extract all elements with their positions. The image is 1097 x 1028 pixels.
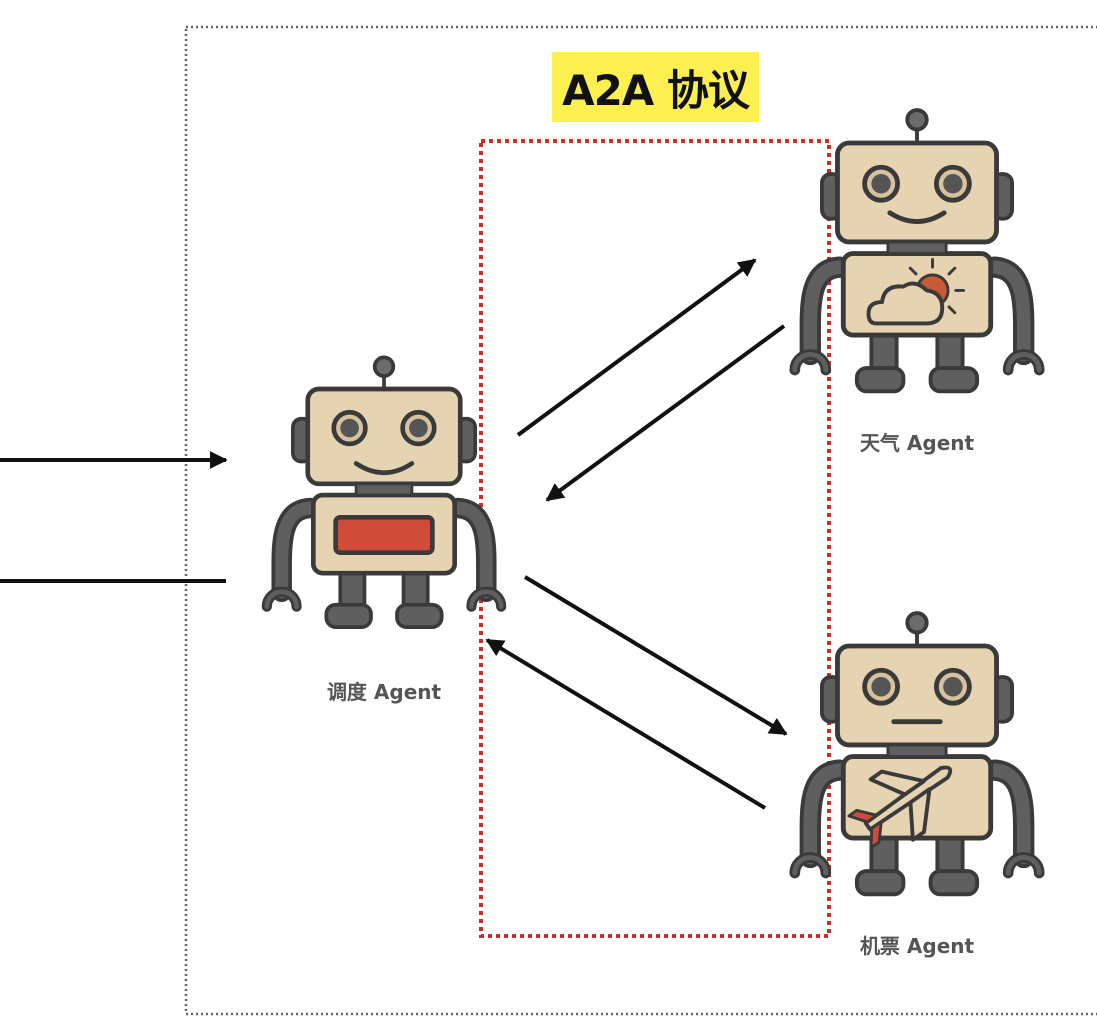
dispatcher-robot-icon	[267, 357, 501, 627]
flight-agent-label: 机票 Agent	[859, 934, 975, 958]
flight-robot-icon	[795, 613, 1039, 894]
weather-sun-cloud-icon	[866, 257, 966, 326]
dispatcher-agent-label: 调度 Agent	[326, 680, 442, 704]
airplane-icon	[847, 765, 953, 850]
outer-dotted-frame	[184, 25, 1097, 1016]
protocol-title: A2A 协议	[552, 52, 759, 122]
protocol-channel-boundary	[479, 139, 831, 938]
arrow-to-weather	[516, 258, 757, 437]
arrow-from-weather	[545, 324, 786, 502]
weather-robot-icon	[795, 110, 1039, 391]
weather-agent-label: 天气 Agent	[859, 431, 975, 455]
arrow-to-flight	[523, 575, 788, 736]
arrow-from-flight	[485, 638, 767, 810]
